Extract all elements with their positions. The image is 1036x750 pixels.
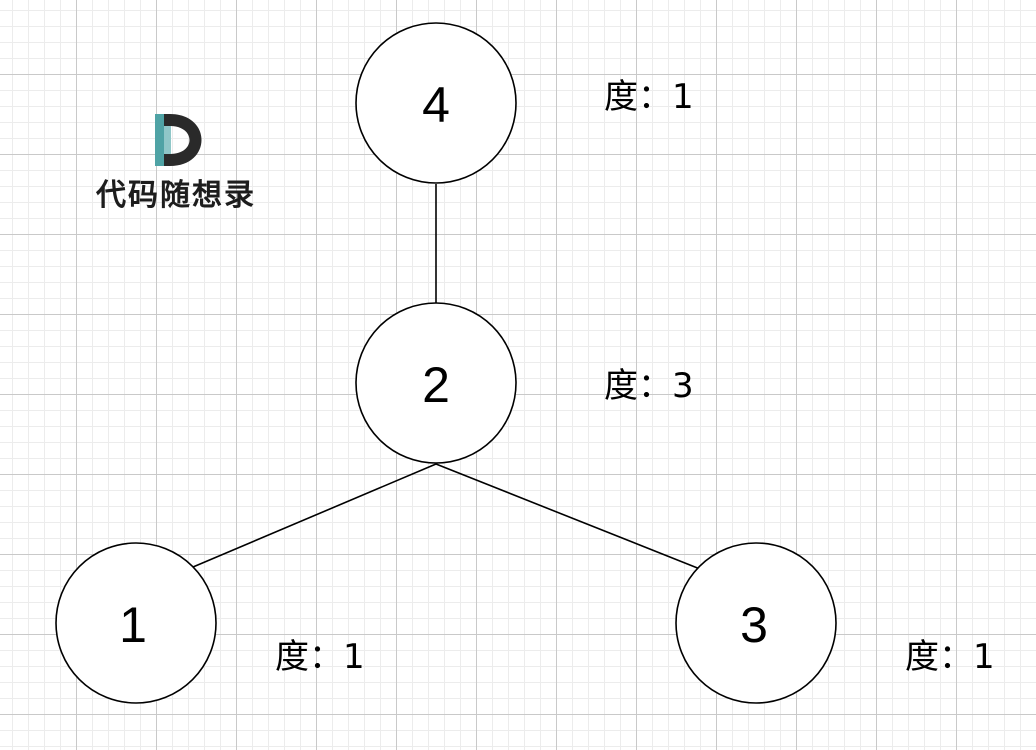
degree-label-node-3: 度：1 — [905, 637, 995, 677]
degree-label-node-2: 度：3 — [604, 366, 694, 406]
node-4: 4 — [355, 22, 517, 184]
node-2-label: 2 — [422, 357, 450, 413]
node-1-label: 1 — [119, 597, 147, 653]
edge-2-1 — [192, 463, 437, 568]
node-3: 3 — [675, 542, 837, 704]
node-4-circle — [355, 22, 517, 184]
degree-label-node-1: 度：1 — [275, 637, 365, 677]
node-2-circle — [355, 302, 517, 464]
node-4-label: 4 — [422, 77, 450, 133]
degree-label-node-4: 度：1 — [604, 77, 694, 117]
node-1-circle — [55, 542, 217, 704]
edge-2-3 — [435, 463, 701, 570]
node-1: 1 — [55, 542, 217, 704]
logo-text: 代码随想录 — [95, 178, 256, 213]
logo-d-icon — [155, 114, 202, 166]
node-3-circle — [675, 542, 837, 704]
logo: 代码随想录 — [95, 114, 256, 213]
node-3-label: 3 — [740, 597, 768, 653]
node-2: 2 — [355, 302, 517, 464]
